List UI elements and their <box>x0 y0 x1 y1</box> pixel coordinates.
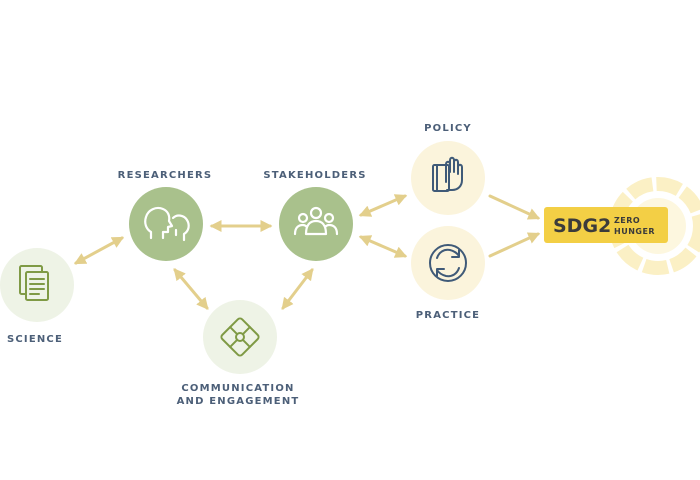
communication-label-line1: COMMUNICATION <box>181 383 294 394</box>
book-hand-oath-icon <box>432 156 463 192</box>
node-science: SCIENCE <box>0 248 74 345</box>
group-people-icon <box>293 206 339 236</box>
node-policy: POLICY <box>411 123 485 215</box>
policy-label: POLICY <box>424 123 472 134</box>
two-heads-icon <box>144 206 190 242</box>
document-icon <box>19 265 49 301</box>
puzzle-icon <box>220 317 260 357</box>
goal-code: SDG2 <box>553 215 611 237</box>
stakeholders-label: STAKEHOLDERS <box>263 170 366 181</box>
communication-label-line2: AND ENGAGEMENT <box>177 396 300 407</box>
arrow-policy-goal <box>488 194 541 220</box>
node-researchers: RESEARCHERS <box>118 170 213 261</box>
cycle-arrows-icon <box>429 244 467 282</box>
practice-circle <box>411 226 485 300</box>
researchers-circle <box>129 187 203 261</box>
node-communication: COMMUNICATION AND ENGAGEMENT <box>177 300 300 407</box>
stakeholders-circle <box>279 187 353 261</box>
science-label: SCIENCE <box>7 334 63 345</box>
arrow-stakeholders-policy <box>358 194 408 217</box>
arrow-practice-goal <box>488 232 541 258</box>
researchers-label: RESEARCHERS <box>118 170 213 181</box>
goal-line1: ZERO <box>614 216 640 225</box>
arrow-stakeholders-practice <box>358 235 408 258</box>
goal-sdg2: SDG2 ZERO HUNGER <box>544 177 700 275</box>
arrow-science-researchers <box>73 236 125 265</box>
goal-line2: HUNGER <box>614 227 655 236</box>
arrow-stakeholders-communication <box>281 268 314 310</box>
practice-label: PRACTICE <box>416 310 480 321</box>
node-practice: PRACTICE <box>411 226 485 321</box>
arrow-researchers-communication <box>173 268 209 310</box>
goal-badge <box>544 207 668 243</box>
communication-circle <box>203 300 277 374</box>
node-stakeholders: STAKEHOLDERS <box>263 170 366 261</box>
